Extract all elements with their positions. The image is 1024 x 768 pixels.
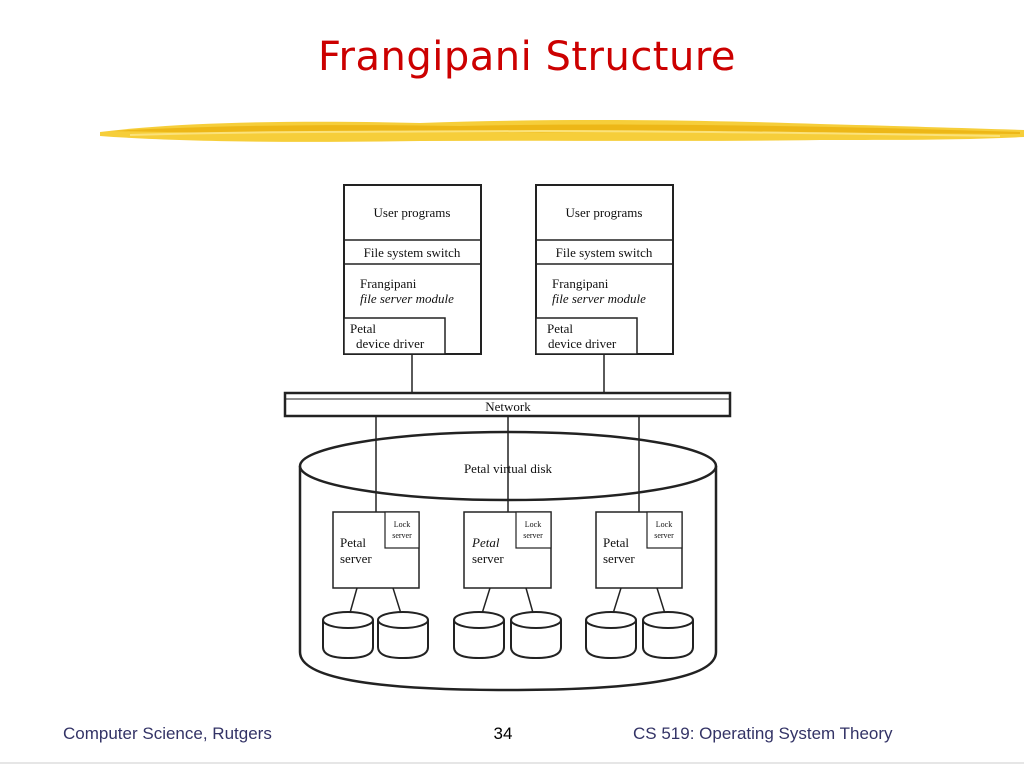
lock-server-label-line2: server [654, 531, 674, 540]
petal-server-label-line2: server [603, 551, 635, 566]
footer-right-text: CS 519: Operating System Theory [633, 724, 893, 743]
petal-server-2: Lock server Petal server [463, 511, 552, 589]
petal-server-1: Lock server Petal server [332, 511, 420, 589]
petal-server-3: Lock server Petal server [595, 511, 683, 589]
page-number: 34 [493, 724, 513, 743]
lock-server-label-line2: server [523, 531, 543, 540]
disk-icon [453, 611, 505, 660]
disk-icon [322, 611, 374, 660]
fs-switch-label: File system switch [364, 245, 461, 260]
petal-server-label-line1: Petal [603, 535, 629, 550]
driver-label-line1: Petal [547, 321, 573, 336]
footer-divider [0, 762, 1024, 764]
lock-server-label-line1: Lock [656, 520, 672, 529]
petal-server-label-line2: server [472, 551, 504, 566]
disk-icon [377, 611, 429, 660]
user-programs-label: User programs [566, 205, 643, 220]
fs-switch-label: File system switch [556, 245, 653, 260]
module-label-line2: file server module [552, 291, 646, 306]
title-underline-stroke [100, 120, 1024, 142]
footer-left-text: Computer Science, Rutgers [63, 724, 272, 743]
module-label-line1: Frangipani [360, 276, 417, 291]
lock-server-label-line1: Lock [525, 520, 541, 529]
module-label-line2: file server module [360, 291, 454, 306]
network-bar: Network [283, 391, 732, 418]
lock-server-label-line2: server [392, 531, 412, 540]
driver-label-line2: device driver [548, 336, 617, 351]
network-label: Network [485, 399, 531, 414]
driver-label-line2: device driver [356, 336, 425, 351]
petal-server-label-line1: Petal [471, 535, 500, 550]
user-programs-label: User programs [374, 205, 451, 220]
client-machine-2: User programs File system switch Frangip… [535, 184, 674, 355]
petal-server-label-line2: server [340, 551, 372, 566]
driver-label-line1: Petal [350, 321, 376, 336]
petal-server-label-line1: Petal [340, 535, 366, 550]
client-machine-1: User programs File system switch Frangip… [343, 184, 482, 355]
lock-server-label-line1: Lock [394, 520, 410, 529]
module-label-line1: Frangipani [552, 276, 609, 291]
slide-title: Frangipani Structure [317, 34, 737, 80]
disk-icon [642, 611, 694, 660]
disk-icon [510, 611, 562, 660]
disk-icon [585, 611, 637, 660]
